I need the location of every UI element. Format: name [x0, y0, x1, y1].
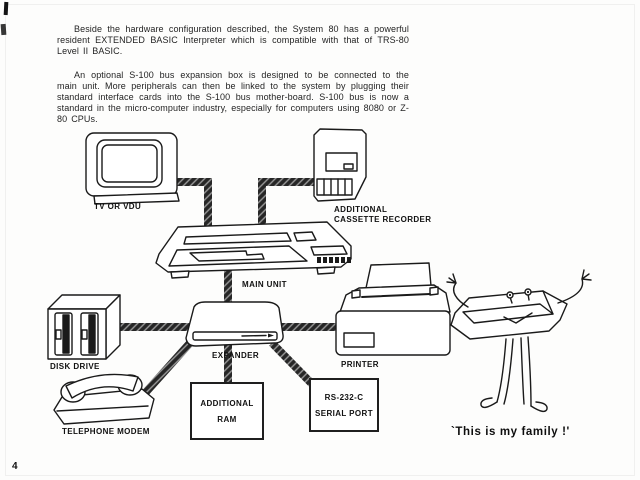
additional-ram-box: ADDITIONAL RAM [190, 382, 264, 440]
serial-port-box: RS-232-C SERIAL PORT [309, 378, 379, 432]
printer-label: PRINTER [341, 360, 379, 369]
disk-drive-label: DISK DRIVE [50, 362, 100, 371]
main-unit-drawing [155, 221, 352, 279]
expander-drawing [185, 301, 284, 347]
page-number: 4 [12, 461, 18, 472]
expander-label: EXPANDER [212, 351, 260, 360]
intro-text: Beside the hardware configuration descri… [57, 24, 409, 138]
telephone-modem-drawing [53, 373, 155, 425]
mascot-caption: `This is my family !' [451, 426, 570, 438]
connector-cassette-main [258, 178, 314, 228]
printer-drawing [335, 262, 451, 356]
intro-paragraph-2: An optional S-100 bus expansion box is d… [57, 69, 409, 125]
connector-tv-main [163, 178, 212, 228]
serial-label-line1: RS-232-C [324, 392, 364, 402]
telephone-modem-label: TELEPHONE MODEM [62, 427, 150, 436]
cassette-label-line2: CASSETTE RECORDER [334, 214, 432, 224]
cassette-recorder-drawing [313, 128, 367, 202]
cassette-label: ADDITIONAL CASSETTE RECORDER [334, 205, 431, 224]
serial-label-line2: SERIAL PORT [314, 408, 374, 418]
connector-expander-serial [269, 340, 317, 389]
mascot-computer-drawing [446, 269, 592, 413]
intro-paragraph-1: Beside the hardware configuration descri… [57, 24, 409, 57]
main-unit-label: MAIN UNIT [242, 280, 287, 289]
tv-label: TV OR VDU [94, 202, 142, 211]
tv-or-vdu-drawing [85, 132, 180, 205]
disk-drive-drawing [47, 294, 121, 360]
connector-expander-modem [143, 340, 193, 395]
cassette-label-line1: ADDITIONAL [334, 205, 388, 214]
ram-label-line1: ADDITIONAL [200, 398, 254, 408]
ram-label-line2: RAM [217, 414, 237, 424]
